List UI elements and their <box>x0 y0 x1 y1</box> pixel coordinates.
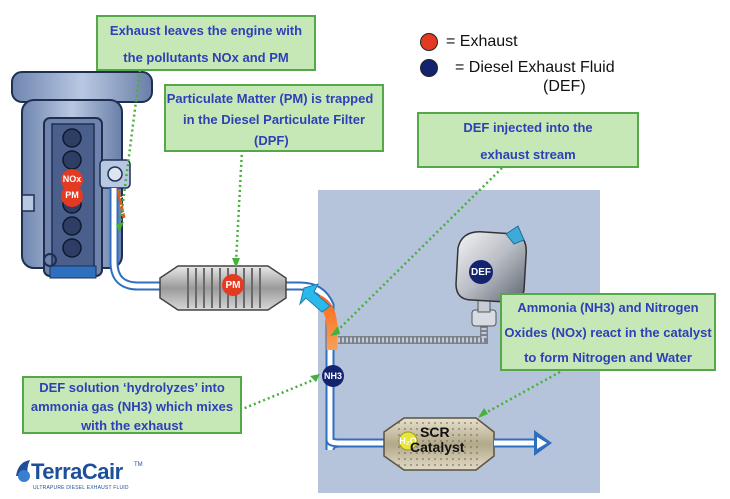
callout-def-inject: DEF injected into the exhaust stream <box>417 112 639 168</box>
dpf-pm-label: PM <box>225 280 241 291</box>
callout-reaction-line3: to form Nitrogen and Water <box>524 350 692 365</box>
callout-engine: Exhaust leaves the engine with the pollu… <box>96 15 316 71</box>
callout-hydrolyze: DEF solution ‘hydrolyzes’ into ammonia g… <box>22 376 242 434</box>
callout-reaction-line2: Oxides (NOx) react in the catalyst <box>504 325 712 340</box>
nh3-dot <box>322 365 344 387</box>
terracair-logo-icon <box>16 460 30 482</box>
callout-hydrolyze-line3: with the exhaust <box>81 418 183 433</box>
scr-label-line2: Catalyst <box>410 439 465 455</box>
callout-dpf: Particulate Matter (PM) is trapped in th… <box>164 84 384 152</box>
logo-tagline: ULTRAPURE DIESEL EXHAUST FLUID <box>33 485 129 491</box>
def-tank <box>455 225 527 303</box>
callout-engine-line1: Exhaust leaves the engine with <box>109 23 303 38</box>
legend-def-label-line2: (DEF) <box>543 78 586 95</box>
leader-arrowheads <box>116 222 488 418</box>
legend-def-label-line1: = Diesel Exhaust Fluid <box>455 59 615 76</box>
callout-hydrolyze-line2: ammonia gas (NH3) which mixes <box>30 399 234 414</box>
outlet-arrow-icon <box>494 430 552 456</box>
engine-block <box>11 71 153 279</box>
callout-dpf-line1: Particulate Matter (PM) is trapped <box>166 91 374 106</box>
callout-reaction: Ammonia (NH3) and Nitrogen Oxides (NOx) … <box>500 293 716 371</box>
callout-reaction-line1: Ammonia (NH3) and Nitrogen <box>517 300 699 315</box>
legend-exhaust-label: = Exhaust <box>446 33 518 50</box>
scr-catalyst <box>383 417 495 471</box>
callout-def-inject-line2: exhaust stream <box>480 147 576 162</box>
def-tank-label: DEF <box>471 267 491 278</box>
callout-hydrolyze-line1: DEF solution ‘hydrolyzes’ into <box>39 380 225 395</box>
engine-pm-label: PM <box>65 190 79 200</box>
terracair-logo: TerraCair <box>31 459 123 484</box>
engine-nox-label: NOx <box>62 174 82 184</box>
callout-def-inject-line1: DEF injected into the <box>463 120 593 135</box>
callout-dpf-line3: (DPF) <box>254 133 289 148</box>
logo-trademark: TM <box>134 462 143 468</box>
leader-lines <box>118 69 561 418</box>
callout-dpf-line2: in the Diesel Particulate Filter <box>182 112 366 127</box>
scr-label-line1: SCR <box>420 424 450 440</box>
injector-arrow-icon <box>299 283 331 313</box>
h2o-label: H₂O <box>399 436 417 446</box>
dpf-filter <box>159 265 287 311</box>
legend-exhaust-dot <box>420 33 438 51</box>
callout-engine-line2: the pollutants NOx and PM <box>123 50 289 65</box>
legend-def-dot <box>420 59 438 77</box>
nh3-label: NH3 <box>323 371 342 381</box>
